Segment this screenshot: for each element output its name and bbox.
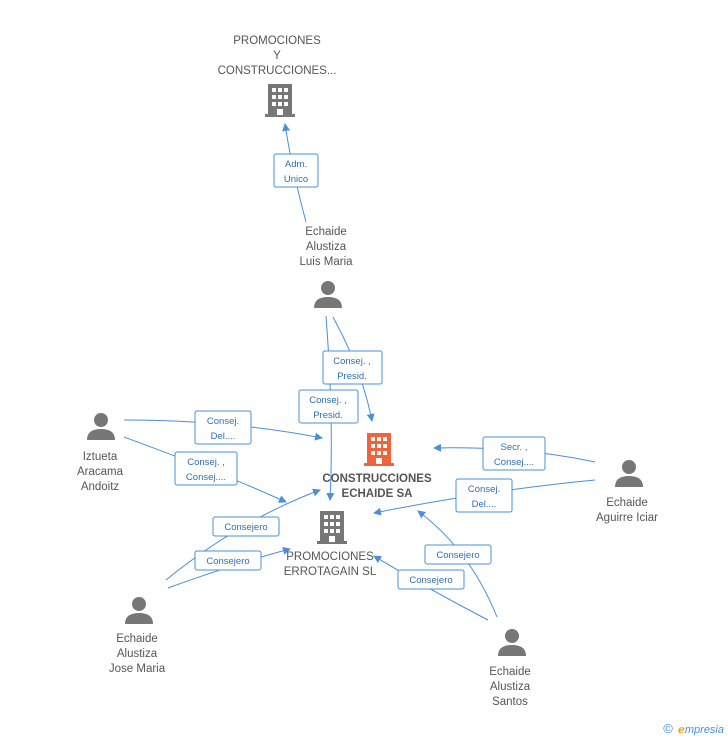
node-label-line: CONSTRUCCIONES <box>322 473 432 485</box>
person-node-iztueta[interactable]: Iztueta Aracama Andoitz <box>77 413 124 493</box>
edge-label-luis-consej-presid-1[interactable]: Consej. , Presid. <box>322 350 383 385</box>
edge-label-luis-consej-presid-2[interactable]: Consej. , Presid. <box>298 389 359 424</box>
person-node-iciar[interactable]: Echaide Aguirre Iciar <box>596 460 658 524</box>
node-label-line: ECHAIDE SA <box>342 488 413 500</box>
edge-label-santos-consejero-2[interactable]: Consejero <box>397 569 465 590</box>
node-label-line: Echaide <box>116 633 158 645</box>
brand-logo-letter: ℯ <box>677 724 685 736</box>
node-label-line: Aracama <box>77 466 124 478</box>
company-node-promociones-y-construcciones[interactable]: PROMOCIONES Y CONSTRUCCIONES... <box>218 35 337 117</box>
node-label-line: Jose Maria <box>109 663 166 675</box>
edge-label-line: Consejero <box>409 575 452 586</box>
edge-label-adm-unico[interactable]: Adm. Unico <box>273 153 319 188</box>
edge-label-line: Consej.... <box>494 457 534 468</box>
edge-label-jose-consejero-1[interactable]: Consejero <box>212 516 280 537</box>
node-label-line: Iztueta <box>83 451 118 463</box>
edge-label-line: Del.... <box>211 431 236 442</box>
edge-label-line: Consej. , <box>187 457 225 468</box>
edge-label-line: Consej. , <box>333 356 371 367</box>
edge-label-line: Consejero <box>206 556 249 567</box>
node-label-line: Andoitz <box>81 481 120 493</box>
edge-label-line: Presid. <box>313 410 343 421</box>
node-label-line: Echaide <box>489 666 531 678</box>
node-label-line: PROMOCIONES <box>286 551 374 563</box>
person-node-santos[interactable]: Echaide Alustiza Santos <box>489 629 531 708</box>
edge-label-line: Unico <box>284 174 308 185</box>
edge-labels: Adm. Unico Consej. , Presid. Consej. , P… <box>174 153 546 590</box>
node-label-line: Luis Maria <box>299 256 353 268</box>
node-label-line: PROMOCIONES <box>233 35 321 47</box>
person-node-luis-maria[interactable]: Echaide Alustiza Luis Maria <box>299 226 353 308</box>
edge-label-santos-consejero-1[interactable]: Consejero <box>424 544 492 565</box>
edge-label-iztueta-consej-consej[interactable]: Consej. , Consej.... <box>174 451 238 486</box>
person-node-jose-maria[interactable]: Echaide Alustiza Jose Maria <box>109 597 166 675</box>
footer-brand: © ℯmpresia <box>663 721 724 736</box>
edge-label-line: Adm. <box>285 159 307 170</box>
building-icon <box>317 511 347 544</box>
person-icon <box>314 281 342 308</box>
company-node-construcciones-echaide[interactable]: CONSTRUCCIONES ECHAIDE SA <box>322 433 432 500</box>
node-label-line: Alustiza <box>490 681 531 693</box>
edge-label-iztueta-consej-del[interactable]: Consej. Del.... <box>194 410 252 445</box>
copyright-icon: © <box>663 721 673 736</box>
edge-label-iciar-secr-consej[interactable]: Secr. , Consej.... <box>482 436 546 471</box>
node-label-line: Alustiza <box>117 648 158 660</box>
edge-label-line: Consej. <box>468 484 500 495</box>
node-label-line: Santos <box>492 696 528 708</box>
person-icon <box>498 629 526 656</box>
edge-label-iciar-consej-del[interactable]: Consej. Del.... <box>455 478 513 513</box>
edge-label-line: Consej. <box>207 416 239 427</box>
node-label-line: Echaide <box>606 497 648 509</box>
person-icon <box>125 597 153 624</box>
edge-label-line: Del.... <box>472 499 497 510</box>
edge-label-jose-consejero-2[interactable]: Consejero <box>194 550 262 571</box>
person-icon <box>615 460 643 487</box>
edge-label-line: Consejero <box>224 522 267 533</box>
node-label-line: ERROTAGAIN SL <box>284 566 377 578</box>
person-icon <box>87 413 115 440</box>
node-label-line: Y <box>273 50 281 62</box>
brand-logo-text: mpresia <box>684 724 724 736</box>
company-node-promociones-errotagain[interactable]: PROMOCIONES ERROTAGAIN SL <box>284 511 377 578</box>
node-label-line: Alustiza <box>306 241 347 253</box>
building-icon <box>265 84 295 117</box>
node-label-line: Echaide <box>305 226 347 238</box>
edge-label-line: Consejero <box>436 550 479 561</box>
edge-label-line: Consej. , <box>309 395 347 406</box>
building-icon <box>364 433 394 466</box>
edge-label-line: Secr. , <box>501 442 528 453</box>
edge-label-line: Presid. <box>337 371 367 382</box>
node-label-line: Aguirre Iciar <box>596 512 658 524</box>
edge-label-line: Consej.... <box>186 472 226 483</box>
node-label-line: CONSTRUCCIONES... <box>218 65 337 77</box>
